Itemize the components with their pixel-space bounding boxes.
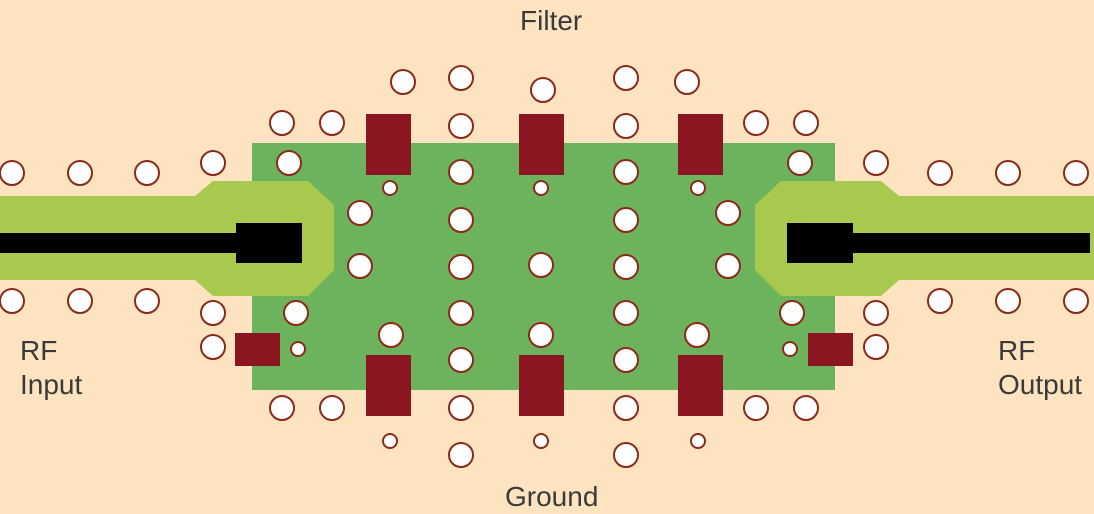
via [863,334,889,360]
via [528,322,554,348]
via [743,395,769,421]
via [448,347,474,373]
via [382,433,398,449]
output-trace-pad [787,223,853,263]
via [863,150,889,176]
via [793,110,819,136]
component-pad [519,114,564,175]
via [448,300,474,326]
via [674,69,700,95]
via [67,160,93,186]
via [200,150,226,176]
via [530,77,556,103]
via [0,160,25,186]
via [319,110,345,136]
vias [0,65,1089,468]
filter-label: Filter [520,5,583,36]
output-trace [850,233,1090,253]
via [793,395,819,421]
via [995,288,1021,314]
via [684,322,710,348]
via [448,207,474,233]
via [782,341,798,357]
via [863,300,889,326]
component-pad [366,114,411,175]
rf-output-line2: Output [998,369,1083,400]
via [448,65,474,91]
via [448,442,474,468]
via [995,160,1021,186]
via [613,207,639,233]
component-pads [235,114,853,416]
via [378,322,404,348]
rf-input-label: RF Input [20,334,82,402]
via [347,253,373,279]
via [200,300,226,326]
via [448,395,474,421]
component-pad [519,355,564,416]
via [448,159,474,185]
component-pad [235,333,280,366]
via [276,150,302,176]
via [528,252,554,278]
via [200,334,226,360]
via [533,180,549,196]
via [283,300,309,326]
via [715,200,741,226]
component-pad [808,333,853,366]
input-trace [0,233,240,253]
via [613,254,639,280]
via [382,180,398,196]
via [690,180,706,196]
via [448,254,474,280]
via [290,341,306,357]
via [927,288,953,314]
via [67,288,93,314]
component-pad [678,355,723,416]
via [613,347,639,373]
rf-output-line1: RF [998,335,1036,366]
via [390,69,416,95]
via [1063,288,1089,314]
via [134,160,160,186]
component-pad [366,355,411,416]
rf-input-line1: RF [20,335,58,366]
via [613,395,639,421]
rf-output-label: RF Output [998,334,1082,402]
via [269,110,295,136]
via [690,433,706,449]
via [715,253,741,279]
via [1063,160,1089,186]
via [319,395,345,421]
via [613,113,639,139]
via [134,288,160,314]
via [533,433,549,449]
rf-input-line2: Input [20,369,83,400]
via [613,442,639,468]
input-trace-pad [236,223,302,263]
via [613,300,639,326]
via [613,65,639,91]
component-pad [678,114,723,175]
via [779,300,805,326]
via [613,159,639,185]
via [448,113,474,139]
via [743,110,769,136]
via [269,395,295,421]
ground-label: Ground [505,481,599,512]
via [787,150,813,176]
via [927,160,953,186]
via [347,200,373,226]
via [0,288,25,314]
